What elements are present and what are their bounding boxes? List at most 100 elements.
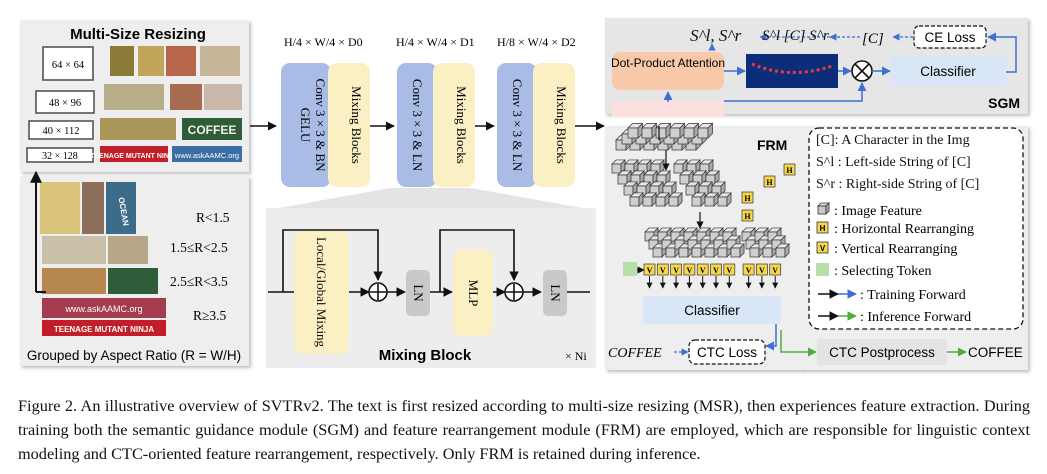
feature-cube-mid-2-0	[623, 181, 638, 196]
ln-label-2: LN	[548, 284, 563, 302]
size-box-1	[42, 46, 94, 81]
sgm-classifier-label: Classifier	[920, 64, 976, 79]
attention-map-curve	[751, 62, 833, 74]
ctc-postprocess-label: CTC Postprocess	[829, 345, 935, 360]
legend-v-icon-label: V	[820, 244, 826, 253]
feature-cube-mid-3-3	[668, 192, 683, 207]
legend-image-feature: : Image Feature	[834, 204, 922, 219]
v-token-1: V	[656, 263, 669, 276]
v-token-3-label: V	[687, 266, 693, 275]
v-token-4-label: V	[700, 266, 706, 275]
msr-panel: Multi-Size Resizing 64 × 64 48 × 96 40 ×…	[20, 20, 249, 366]
size-label-3: 40 × 112	[42, 126, 79, 137]
ctc-postprocess-box	[817, 339, 947, 365]
sample-images-top: COFFEE TEENAGE MUTANT NINJA www.askAAMC.…	[90, 46, 242, 162]
mixing-block-title: Mixing Block	[379, 347, 472, 364]
ratio-group-3: 2.5≤R<3.5	[170, 274, 228, 289]
architecture-diagram: Multi-Size Resizing 64 × 64 48 × 96 40 ×…	[20, 18, 1028, 370]
feature-cube-top-2-1	[641, 122, 658, 139]
frm-classifier-box	[643, 296, 781, 324]
add-node-1-plus	[370, 284, 386, 300]
stage-1-mix: Mixing Blocks	[349, 86, 364, 164]
legend-cube-icon	[817, 202, 830, 215]
figure-caption: Figure 2. An illustrative overview of SV…	[18, 396, 1030, 463]
size-label-4: 32 × 128	[42, 151, 78, 162]
legend-h-icon-label: H	[820, 224, 826, 233]
sgm-classifier-to-ce-arrow	[987, 32, 1017, 73]
selecting-token	[623, 262, 637, 276]
multiply-node-x	[854, 63, 870, 79]
stage-3-conv: Conv 3 × 3 & LN	[510, 79, 525, 172]
feature-cube-mid-1-4	[679, 170, 694, 185]
local-global-mixing-box	[294, 230, 349, 354]
feature-cube-mid-2-6	[711, 181, 726, 196]
sgm-strings-join: S^l [C] S^r	[762, 28, 829, 44]
legend-inference: : Inference Forward	[860, 310, 971, 325]
stage-1-conv: Conv 3 × 3 & BN	[313, 79, 328, 173]
attention-label: Dot-Product Attention	[611, 56, 725, 70]
stage-2-mix: Mixing Blocks	[454, 86, 469, 164]
sgm-label: SGM	[988, 95, 1020, 111]
v-token-2: V	[670, 263, 682, 276]
ctc-loss-box	[688, 339, 766, 365]
size-box-2	[35, 90, 95, 114]
feature-cube-mid-3-4	[691, 192, 706, 207]
ce-loss-label: CE Loss	[924, 30, 975, 45]
legend-char: [C]: A Character in the Img	[816, 133, 970, 148]
stage-3-mix: Mixing Blocks	[554, 86, 569, 164]
v-token-0: V	[643, 263, 656, 276]
ln-label-1: LN	[411, 284, 426, 302]
ln-box-2	[543, 270, 567, 316]
ratio-group-4: R≥3.5	[193, 308, 227, 323]
mixing-block-detail: Local/Global Mixing LN MLP LN Mixing Blo…	[266, 188, 596, 368]
mixing-block-repeat: × Ni	[565, 349, 587, 363]
image-word-url-2: www.askAAMC.org	[64, 304, 142, 314]
legend-vertical: : Vertical Rearranging	[834, 242, 957, 257]
legend: [C]: A Character in the Img S^l : Left-s…	[808, 127, 1024, 330]
attention-map	[746, 54, 838, 88]
stage-1: H/4 × W/4 × D0 GELU Conv 3 × 3 & BN × 2 …	[281, 35, 370, 187]
v-token-3: V	[683, 263, 696, 276]
feature-cube-mid-0-1	[624, 159, 639, 174]
stage-2-conv-block	[397, 63, 437, 187]
h-token-2: H	[783, 163, 796, 176]
feature-cube-top-2-3	[669, 122, 686, 139]
ce-loss-box	[913, 25, 987, 49]
feature-cube-mid-1-0	[617, 170, 632, 185]
feature-cube-mid-0-4	[673, 159, 688, 174]
image-word-coffee: COFFEE	[188, 123, 237, 137]
size-label-1: 64 × 64	[52, 60, 85, 71]
v-token-2-label: V	[673, 266, 679, 275]
stage-1-conv-block	[281, 63, 331, 187]
feature-cube-top-2-5	[697, 122, 714, 139]
sgm-panel: S^l, S^r S^l [C] S^r [C] CE Loss Dot-Pro…	[605, 18, 1028, 117]
v-token-7: V	[742, 263, 755, 276]
stage-1-act: GELU	[298, 108, 313, 143]
h-token-1: H	[763, 175, 776, 188]
feature-to-mul-arrow	[724, 82, 867, 102]
h-token-3-label: H	[744, 212, 751, 221]
feature-cube-top-2-4	[683, 122, 700, 139]
feature-cube-mid-3-5	[704, 192, 719, 207]
v-token-9: V	[769, 263, 782, 276]
frm-classifier-to-ctc-arrow	[765, 324, 777, 351]
v-token-5: V	[710, 263, 722, 276]
image-word-tmnt-2: TEENAGE MUTANT NINJA	[54, 325, 155, 334]
v-token-4: V	[696, 263, 709, 276]
sgm-char-token: [C]	[862, 31, 884, 47]
ctc-loss-label: CTC Loss	[697, 345, 757, 360]
feature-cube-mid-2-1	[636, 181, 651, 196]
size-label-2: 48 × 96	[49, 98, 81, 109]
feature-cube-mid-1-2	[643, 170, 658, 185]
frm-label: FRM	[757, 137, 787, 153]
feature-cube-bottom-6-2	[730, 243, 745, 258]
v-token-8-label: V	[759, 266, 765, 275]
stage-3-conv-block	[497, 63, 537, 187]
feature-cube-mid-3-6	[717, 192, 732, 207]
feature-cubes	[611, 122, 790, 258]
mb-residual-2	[439, 229, 519, 292]
feature-cube-mid-2-4	[685, 181, 700, 196]
feature-cube-mid-1-5	[692, 170, 707, 185]
frm-to-postprocess-arrow	[780, 330, 817, 357]
